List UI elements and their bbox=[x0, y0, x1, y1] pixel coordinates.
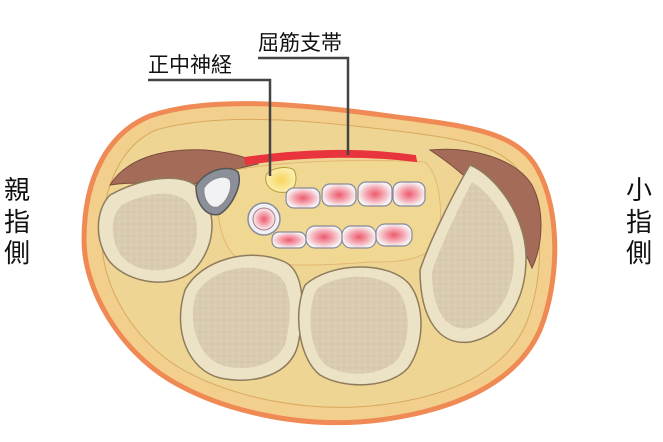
tendon bbox=[357, 181, 393, 207]
tendon bbox=[375, 223, 413, 247]
tendon bbox=[305, 225, 343, 249]
label-flexor-retinaculum: 屈筋支帯 bbox=[258, 31, 342, 55]
tendon bbox=[392, 181, 426, 207]
tendon bbox=[321, 183, 357, 207]
tendon bbox=[271, 231, 307, 249]
flexor-retinaculum-leader bbox=[258, 56, 350, 155]
flexor-tendons-lower bbox=[271, 223, 413, 249]
label-thumb-side: 親 指 側 bbox=[3, 176, 30, 270]
median-nerve-leader bbox=[148, 78, 272, 176]
fcr-tendon bbox=[203, 176, 232, 208]
flexor-retinaculum bbox=[243, 149, 418, 166]
flexor-tendons-upper bbox=[285, 181, 426, 209]
label-little-finger-side: 小 指 側 bbox=[625, 176, 652, 270]
flexor-pollicis-longus bbox=[247, 202, 281, 236]
median-nerve bbox=[265, 167, 297, 193]
tendon bbox=[341, 225, 377, 249]
label-median-nerve: 正中神経 bbox=[148, 53, 232, 77]
tendon bbox=[285, 187, 321, 209]
